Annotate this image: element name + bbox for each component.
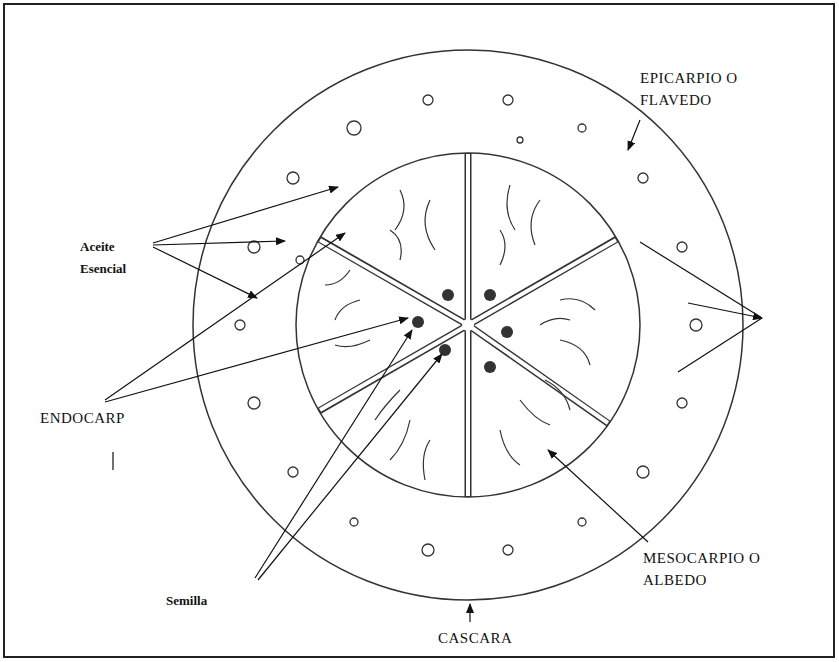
part-label: Semilla [166,590,207,612]
part-label: ENDOCARP [40,408,125,430]
outer-peel [193,50,743,600]
inner-pulp [296,153,640,497]
core [462,319,474,331]
segment-gaps [320,154,616,496]
part-label: MESOCARPIO O ALBEDO [643,548,773,592]
part-label: CASCARA [438,628,512,650]
part-label: Aceite Esencial [80,236,152,280]
seeds [412,289,513,373]
oil-glands [235,95,702,556]
leader-lines [105,120,762,622]
part-label: EPICARPIO O FLAVEDO [640,68,780,112]
segment-walls [319,153,617,497]
juice-vesicles [325,185,595,480]
frame [4,4,834,657]
